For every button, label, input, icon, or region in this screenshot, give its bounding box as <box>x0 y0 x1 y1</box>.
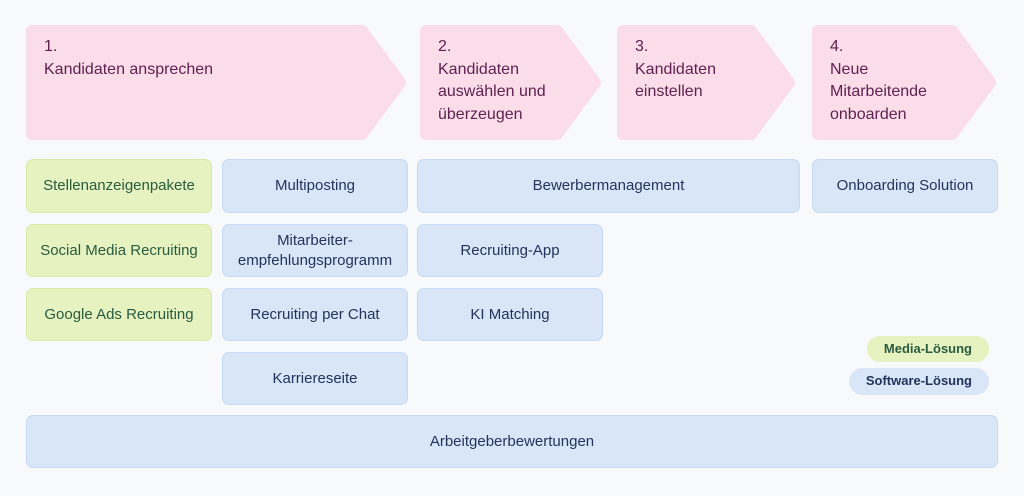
step-label: Neue Mitarbeitende onboarden <box>830 60 927 124</box>
product-box-arbeitgeberbewertungen: Arbeitgeberbewertungen <box>26 415 998 468</box>
product-box-karriereseite: Karriereseite <box>222 352 408 405</box>
legend-software-pill: Software-Lösung <box>848 368 989 395</box>
product-box-social-media-recruiting: Social Media Recruiting <box>26 224 212 277</box>
product-box-bewerbermanagement: Bewerbermanagement <box>417 159 800 213</box>
step-label: Kandidaten auswählen und überzeugen <box>438 60 546 124</box>
product-box-google-ads-recruiting: Google Ads Recruiting <box>26 288 212 341</box>
step-number: 2. <box>438 38 452 55</box>
product-box-stellenanzeigenpakete: Stellenanzeigenpakete <box>26 159 212 213</box>
process-step-4-arrow: 4. Neue Mitarbeitende onboarden <box>812 25 998 140</box>
chevron-arrow-shape <box>420 25 601 140</box>
legend: Media-Lösung Software-Lösung <box>848 336 989 395</box>
step-number: 1. <box>44 38 58 55</box>
product-box-onboarding-solution: Onboarding Solution <box>812 159 998 213</box>
product-box-multiposting: Multiposting <box>222 159 408 213</box>
process-step-3-arrow: 3. Kandidaten einstellen <box>617 25 797 140</box>
chevron-arrow-shape <box>26 25 406 140</box>
step-label: Kandidaten ansprechen <box>44 60 214 78</box>
chevron-arrow-shape <box>617 25 795 140</box>
process-step-2-arrow: 2. Kandidaten auswählen und überzeugen <box>420 25 603 140</box>
product-box-mitarbeiterempfehlungsprogramm: Mitarbeiter-empfehlungsprogramm <box>222 224 408 277</box>
legend-media-pill: Media-Lösung <box>866 336 989 363</box>
step-number: 4. <box>830 38 844 55</box>
chevron-arrow-shape <box>812 25 996 140</box>
step-label: Kandidaten einstellen <box>635 60 716 101</box>
step-number: 3. <box>635 38 649 55</box>
process-step-1-arrow: 1. Kandidaten ansprechen <box>26 25 408 140</box>
product-box-ki-matching: KI Matching <box>417 288 603 341</box>
product-box-recruiting-per-chat: Recruiting per Chat <box>222 288 408 341</box>
product-box-recruiting-app: Recruiting-App <box>417 224 603 277</box>
